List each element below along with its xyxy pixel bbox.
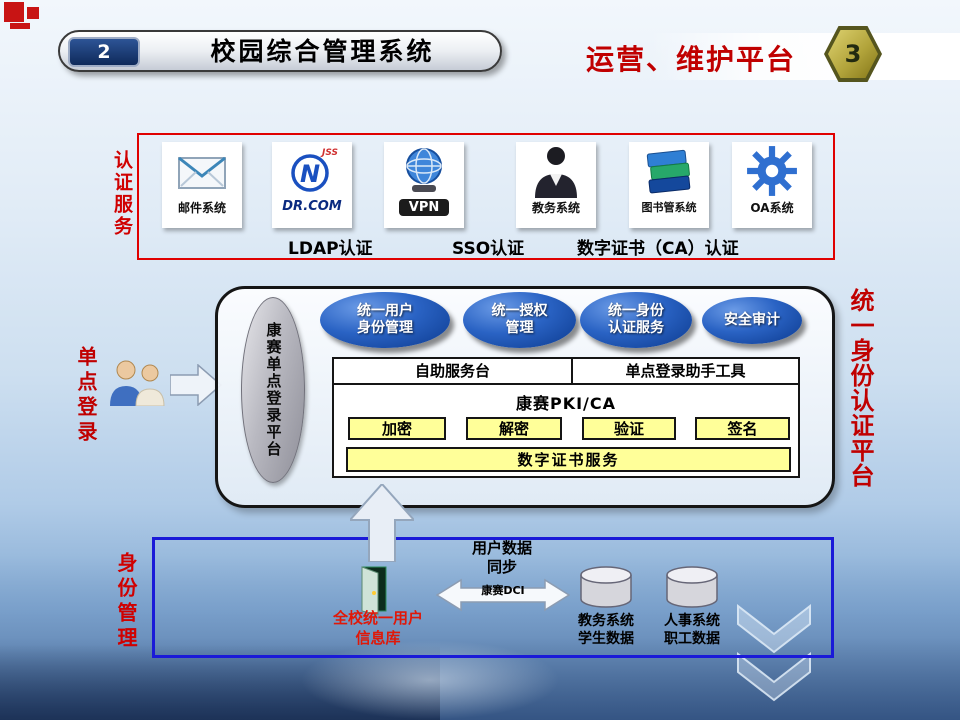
- person-icon: [535, 147, 577, 198]
- mail-icon: [178, 156, 226, 189]
- right-arrow-icon: [170, 364, 222, 406]
- system-card-edu: 教务系统: [516, 142, 596, 228]
- auth-services-box: [137, 133, 835, 260]
- database-cylinder-icon: [580, 566, 632, 608]
- module-security-audit: 安全审计: [702, 297, 802, 344]
- database-cylinder-icon: [666, 566, 718, 608]
- auth-method-ldap: LDAP认证: [288, 239, 373, 259]
- cert-service-bar: 数字证书服务: [346, 447, 791, 472]
- source-hr-data-label: 人事系统 职工数据: [664, 613, 720, 648]
- module-auth-service: 统一身份 认证服务: [580, 292, 692, 348]
- sso-assistant-cell: 单点登录助手工具: [625, 362, 746, 380]
- glow-decor: [300, 640, 560, 720]
- double-arrow-icon: [436, 578, 570, 612]
- source-edu-data-label: 教务系统 学生数据: [578, 613, 634, 648]
- kangsai-sso-ellipse: 康赛单点登录平台: [241, 297, 305, 483]
- unified-auth-platform-label: 统一身份认证平台: [846, 288, 874, 488]
- system-label: OA系统: [750, 201, 794, 215]
- auth-method-ca: 数字证书（CA）认证: [577, 239, 739, 259]
- system-label: DR.COM: [282, 199, 342, 214]
- svg-text:N: N: [300, 160, 320, 188]
- page-title: 校园综合管理系统: [210, 37, 435, 66]
- identity-mgmt-box: [152, 537, 834, 658]
- system-label: VPN: [398, 199, 450, 216]
- sso-left-label: 单点登录: [74, 346, 98, 446]
- platform-title: 运营、维护平台: [586, 43, 797, 76]
- module-user-identity: 统一用户 身份管理: [320, 292, 450, 348]
- kangsai-sso-label: 康赛单点登录平台: [264, 322, 283, 458]
- user-repository-label: 全校统一用户 信息库: [332, 609, 423, 647]
- system-card-vpn: VPN: [384, 142, 464, 228]
- globe-icon: [406, 148, 442, 192]
- identity-mgmt-label: 身份管理: [114, 552, 138, 652]
- up-arrow-icon: [350, 484, 414, 562]
- chevron-down-icon: [737, 603, 811, 702]
- pki-function-sign: 签名: [695, 417, 790, 440]
- service-table-row: 自助服务台 单点登录助手工具: [334, 359, 798, 385]
- auth-method-sso: SSO认证: [452, 239, 525, 259]
- corner-logo: [4, 2, 64, 30]
- pki-function-decrypt: 解密: [466, 417, 562, 440]
- drcom-icon: JSS N: [291, 148, 338, 192]
- system-label: 图书管系统: [641, 201, 697, 214]
- dci-label: 康赛DCI: [481, 584, 525, 597]
- hexagon-number: 3: [844, 40, 862, 68]
- pki-title: 康赛PKI/CA: [515, 394, 617, 413]
- pki-function-encrypt: 加密: [348, 417, 446, 440]
- system-card-mail: 邮件系统: [162, 142, 242, 228]
- section-number-badge: 2: [68, 37, 140, 67]
- self-service-desk-cell: 自助服务台: [334, 359, 573, 383]
- database-door-icon: [361, 566, 387, 615]
- auth-services-label: 认证服务: [111, 150, 133, 238]
- user-data-sync-label: 用户数据 同步: [471, 539, 532, 576]
- system-label: 邮件系统: [177, 201, 226, 215]
- system-label: 教务系统: [531, 201, 580, 215]
- pki-function-verify: 验证: [582, 417, 676, 440]
- books-icon: [646, 149, 691, 194]
- header-right-band: [650, 33, 960, 80]
- system-card-library: 图书管系统: [629, 142, 709, 228]
- users-icon: [110, 360, 165, 406]
- module-authorization: 统一授权 管理: [463, 292, 576, 348]
- system-card-oa: OA系统: [732, 142, 812, 228]
- gear-icon: [747, 146, 797, 196]
- svg-text:JSS: JSS: [320, 148, 338, 158]
- system-card-drcom: JSS N DR.COM: [272, 142, 352, 228]
